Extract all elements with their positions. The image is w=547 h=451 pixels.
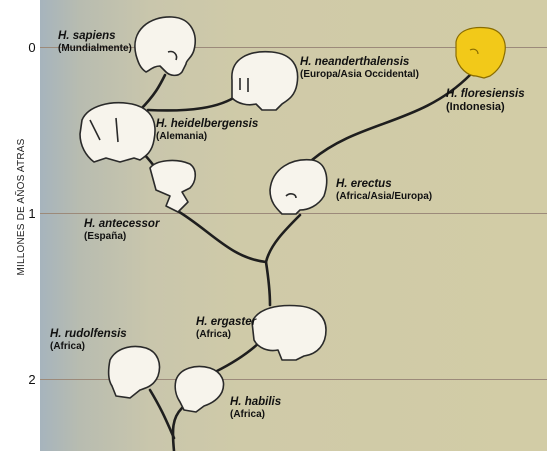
species-name: H. sapiens (58, 30, 116, 42)
species-label-ergaster: H. ergaster (Africa) (196, 316, 256, 341)
species-region: (Indonesia) (446, 101, 505, 114)
skull-neanderthalensis-icon (231, 50, 299, 111)
species-region: (España) (84, 231, 127, 243)
species-name: H. heidelbergensis (156, 118, 259, 130)
species-name: H. neanderthalensis (300, 56, 410, 68)
species-region: (Mundialmente) (58, 43, 132, 55)
species-label-erectus: H. erectus (Africa/Asia/Europa) (336, 178, 432, 203)
gridline-2 (40, 379, 547, 380)
skull-ergaster-icon (251, 304, 327, 361)
species-region: (Alemania) (156, 131, 208, 143)
species-region: (Africa) (50, 341, 86, 353)
species-label-heidelbergensis: H. heidelbergensis (Alemania) (156, 118, 258, 143)
species-label-floresiensis: H. floresiensis (Indonesia) (446, 88, 525, 114)
branch-heidelbergensis-neanderthalensis (146, 93, 240, 112)
gridline-0 (40, 47, 547, 48)
branch-antecessor-split (174, 208, 268, 264)
tick-label-1: 1 (28, 206, 36, 221)
branch-erectus-floresiensis (310, 73, 472, 162)
branch-ergaster-split (264, 260, 272, 307)
species-region: (Africa) (230, 409, 266, 421)
species-region: (Africa) (196, 329, 232, 341)
tick-label-0: 0 (28, 40, 36, 55)
species-label-rudolfensis: H. rudolfensis (Africa) (50, 328, 127, 353)
skull-sapiens-icon (134, 16, 196, 77)
species-name: H. habilis (230, 396, 282, 408)
skull-habilis-icon (174, 365, 225, 413)
skull-floresiensis-icon (455, 26, 506, 79)
species-label-neanderthalensis: H. neanderthalensis (Europa/Asia Occiden… (300, 56, 419, 81)
species-name: H. antecessor (84, 218, 160, 230)
species-name: H. floresiensis (446, 88, 525, 100)
species-name: H. rudolfensis (50, 328, 127, 340)
skull-rudolfensis-icon (107, 345, 161, 399)
branch-habilis-base (171, 406, 184, 451)
skull-erectus-icon (269, 158, 328, 215)
species-name: H. ergaster (196, 316, 257, 328)
tick-label-2: 2 (28, 372, 36, 387)
species-label-antecessor: H. antecessor (España) (84, 218, 159, 243)
branch-rudolfensis-habilis (148, 388, 176, 440)
branch-habilis-ergaster (213, 338, 264, 374)
species-name: H. erectus (336, 178, 392, 190)
species-region: (Europa/Asia Occidental) (300, 69, 419, 81)
skull-antecessor-icon (149, 159, 197, 213)
species-region: (Africa/Asia/Europa) (336, 191, 433, 203)
branch-erectus (264, 213, 302, 264)
species-label-habilis: H. habilis (Africa) (230, 396, 281, 421)
species-label-sapiens: H. sapiens (Mundialmente) (58, 30, 132, 55)
branch-heidelbergensis-sapiens (138, 73, 167, 112)
skull-heidelbergensis-icon (79, 102, 156, 163)
